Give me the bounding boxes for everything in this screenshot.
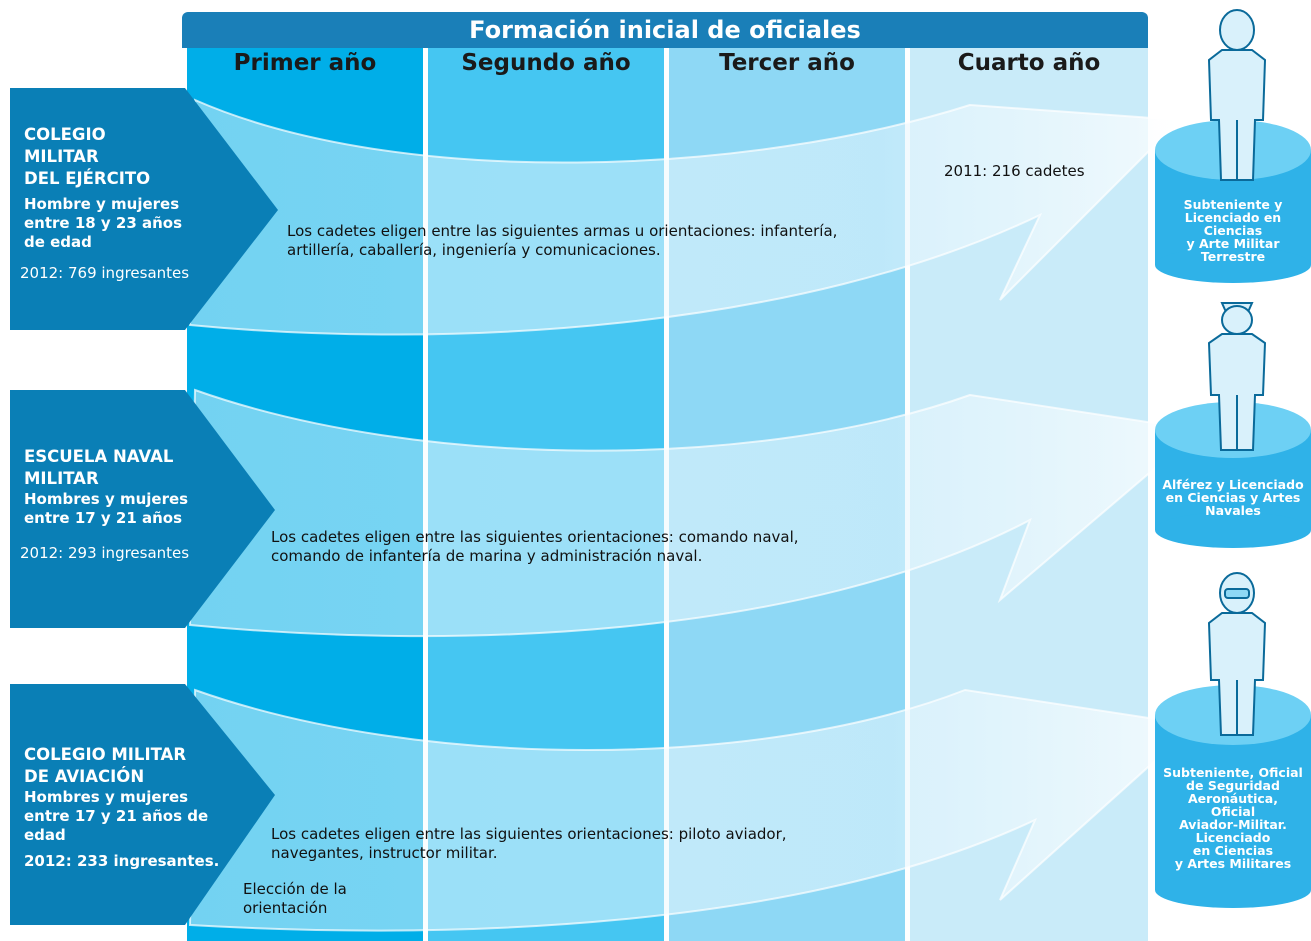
column-header: Tercer año [719, 50, 855, 76]
graduates-count: 2011: 216 cadetes [944, 162, 1085, 180]
institution-name: COLEGIO MILITAR DEL EJÉRCITO [24, 125, 151, 188]
flow-arrow-2 [188, 388, 1203, 638]
degree-label-2: Alférez y Licenciado en Ciencias y Artes… [1162, 477, 1304, 518]
institution-entrants: 2012: 233 ingresantes. [24, 852, 220, 870]
person-icon-navy [1207, 302, 1267, 451]
institution-requirements: Hombres y mujeres entre 17 y 21 años [24, 490, 189, 527]
institution-requirements: Hombres y mujeres entre 17 y 21 años de … [24, 788, 209, 844]
orientation-choice-label: Elección de la orientación [243, 880, 347, 917]
institution-requirements: Hombre y mujeres entre 18 y 23 años de e… [24, 195, 183, 251]
institution-entrants: 2012: 769 ingresantes [20, 264, 190, 282]
flow-arrow-3 [188, 688, 1198, 932]
pentagon-3 [10, 684, 275, 925]
person-icon-air [1207, 572, 1267, 736]
pentagon-1 [10, 88, 278, 330]
orientations-note-2: Los cadetes eligen entre las siguientes … [271, 528, 799, 565]
institution-entrants: 2012: 293 ingresantes [20, 544, 190, 562]
column-header: Primer año [233, 50, 377, 76]
institution-name: COLEGIO MILITAR DE AVIACIÓN [24, 745, 187, 786]
diagram-title: Formación inicial de oficiales [182, 12, 1148, 48]
institution-name: ESCUELA NAVAL MILITAR [24, 447, 174, 488]
column-header: Cuarto año [957, 50, 1101, 76]
column-header: Segundo año [461, 50, 631, 76]
person-icon-army [1207, 9, 1267, 181]
orientations-note-1: Los cadetes eligen entre las siguientes … [287, 222, 838, 259]
flow-arrow-1 [188, 98, 1183, 336]
pentagon-2 [10, 390, 275, 628]
orientations-note-3: Los cadetes eligen entre las siguientes … [271, 825, 787, 862]
degree-label-3: Subteniente, Oficial de Seguridad Aeroná… [1163, 765, 1303, 871]
cylinder-3 [1155, 685, 1311, 908]
degree-label-1: Subteniente y Licenciado en Ciencias y A… [1183, 197, 1283, 264]
